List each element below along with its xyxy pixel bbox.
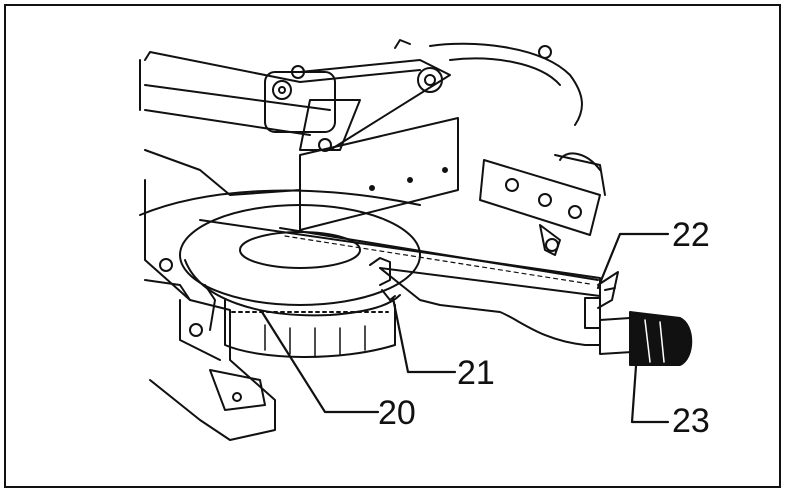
callout-23: 23 [672, 402, 710, 440]
callout-20: 20 [378, 394, 416, 432]
base-leg [144, 279, 276, 441]
saw-arm [139, 51, 451, 152]
fence-bar [199, 219, 601, 346]
leader-lines [260, 232, 670, 424]
callout-21: 21 [457, 354, 495, 392]
lock-lever [597, 271, 619, 309]
turntable-base [139, 149, 421, 358]
fence-plate [299, 117, 459, 231]
blade-guard [394, 39, 583, 126]
lock-knob [599, 311, 693, 366]
callout-22: 22 [672, 216, 710, 254]
bevel-lock [479, 152, 606, 256]
